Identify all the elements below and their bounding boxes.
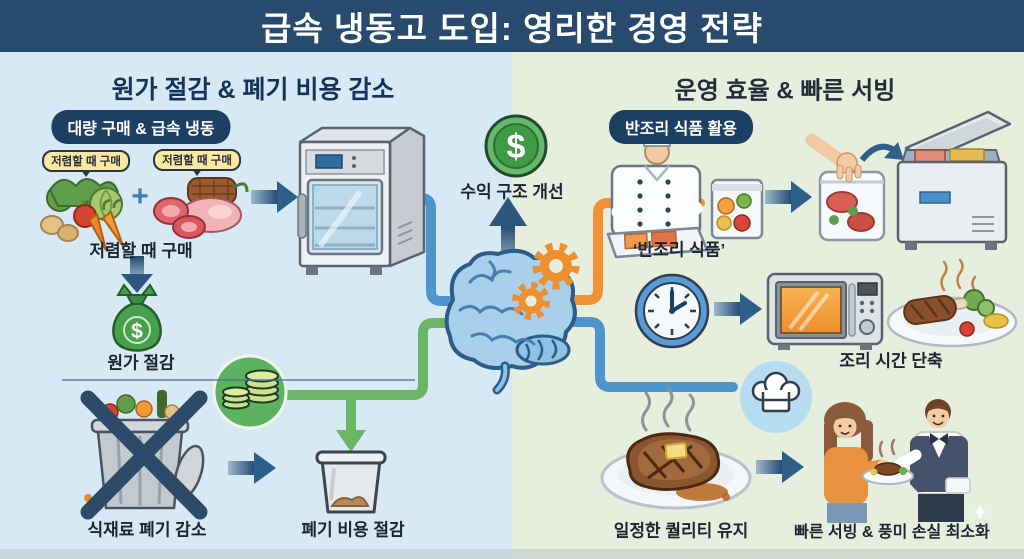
connector-brain-to-semicooked: [558, 198, 705, 305]
arrow-quality-to-serving-icon: [756, 451, 804, 483]
svg-text:$: $: [507, 128, 526, 166]
svg-text:$: $: [131, 320, 143, 343]
dollar-coin-icon: $: [484, 114, 548, 178]
buy-cheap-label: 저렴할 때 구매: [89, 241, 193, 261]
left-section-title: 원가 절감 & 폐기 비용 감소: [111, 76, 395, 104]
curved-arrow-icon: [859, 142, 904, 162]
coins-icon: [212, 354, 288, 430]
steak-plate-icon: [600, 387, 752, 510]
buy-cheap-bubble-meat: 저렴할 때 구매: [153, 149, 241, 176]
chest-freezer-icon: [896, 110, 1012, 250]
hand-with-bag-icon: [805, 133, 886, 242]
arrow-semicooked-to-freezing-icon: [765, 181, 812, 213]
plated-dish-icon: [886, 258, 1018, 348]
meat-icon: [153, 177, 249, 239]
quality-label: 일정한 퀄리티 유지: [613, 521, 749, 541]
connector-brain-to-disposal: [284, 318, 452, 452]
right-section-title: 운영 효율 & 빠른 서빙: [674, 77, 896, 105]
small-bin-icon: [315, 450, 387, 514]
waste-trash-x-icon: [80, 390, 208, 520]
buy-cheap-bubble-vegetables: 저렴할 때 구매: [42, 150, 130, 177]
down-arrow-icon: [121, 256, 153, 293]
sparkle-decoration: [972, 504, 988, 520]
servers-icon: [824, 399, 971, 523]
left-section-divider: [62, 379, 415, 381]
profit-structure-label: 수익 구조 개선: [460, 182, 564, 202]
fast-serving-label: 빠른 서빙 & 풍미 손실 최소화: [794, 524, 990, 541]
header-banner: 급속 냉동고 도입: 영리한 경영 전략: [0, 0, 1024, 52]
arrow-ingredients-to-freezer-icon: [251, 181, 298, 213]
connector-brain-to-cooking: [558, 317, 738, 392]
clock-icon: [634, 273, 710, 349]
right-badge: 반조리 식품 활용: [609, 110, 753, 144]
cooking-time-label: 조리 시간 단축: [839, 351, 943, 371]
semi-cooked-label: ‘반조리 식품’: [632, 240, 726, 260]
blast-freezer-icon: [297, 126, 426, 275]
disposal-cost-label: 폐기 비용 절감: [301, 520, 405, 540]
brain-gears-icon: [444, 242, 580, 395]
waste-reduction-label: 식재료 폐기 감소: [87, 520, 207, 540]
cost-saving-label: 원가 절감: [107, 353, 175, 373]
plus-icon: +: [131, 180, 149, 213]
microwave-icon: [766, 272, 884, 350]
vacuum-bag-icon: [710, 178, 764, 240]
chef-hat-badge-icon: [740, 361, 812, 433]
left-badge: 대량 구매 & 급속 냉동: [51, 110, 231, 144]
arrow-waste-to-disposal-icon: [228, 452, 276, 484]
arrow-clock-to-microwave-icon: [714, 293, 762, 325]
page-title: 급속 냉동고 도입: 영리한 경영 전략: [261, 10, 763, 47]
vegetables-icon: [40, 178, 124, 251]
money-bag-icon: $: [112, 283, 162, 352]
bottom-strip: [0, 549, 1024, 559]
